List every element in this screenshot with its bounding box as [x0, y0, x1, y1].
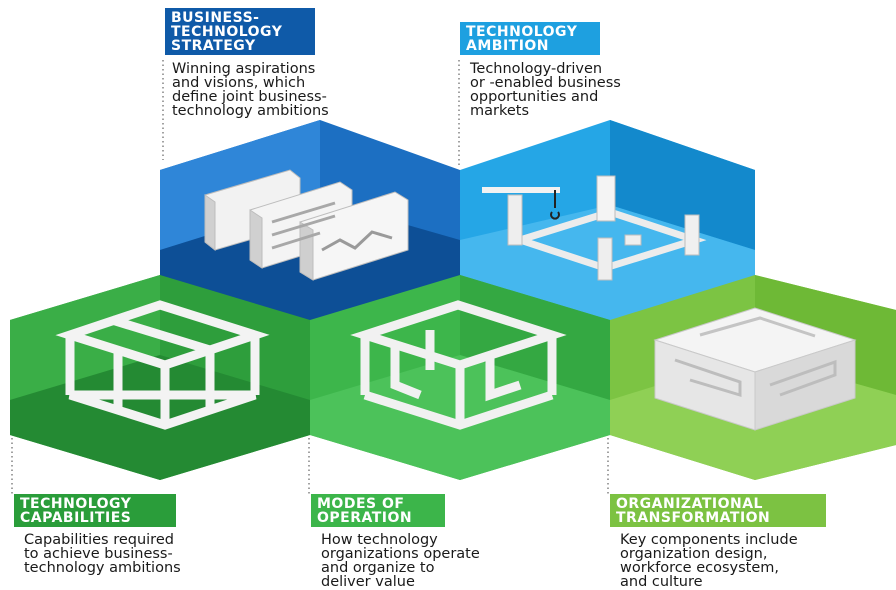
- label-line: ORGANIZATIONAL: [616, 496, 763, 512]
- desc-line: opportunities and: [470, 89, 599, 105]
- label-line: TRANSFORMATION: [616, 510, 771, 526]
- label-line: OPERATION: [317, 510, 413, 526]
- label-line: STRATEGY: [171, 38, 256, 54]
- desc-technology-capabilities: Capabilities required to achieve busines…: [24, 532, 181, 576]
- label-technology-ambition: TECHNOLOGY AMBITION: [460, 22, 600, 55]
- desc-line: Key components include: [620, 532, 798, 548]
- desc-line: and culture: [620, 574, 703, 590]
- label-line: BUSINESS-: [171, 10, 260, 26]
- desc-line: technology ambitions: [24, 560, 181, 576]
- desc-line: Capabilities required: [24, 532, 174, 548]
- label-organizational-transformation: ORGANIZATIONAL TRANSFORMATION: [610, 494, 826, 527]
- construction-crane-icon: [482, 175, 707, 281]
- desc-modes-of-operation: How technology organizations operate and…: [321, 532, 480, 590]
- desc-line: and visions, which: [172, 75, 306, 91]
- desc-line: markets: [470, 103, 530, 119]
- desc-line: Technology-driven: [470, 61, 603, 77]
- desc-line: define joint business-: [172, 89, 327, 105]
- desc-line: Winning aspirations: [172, 61, 316, 77]
- desc-line: workforce ecosystem,: [620, 560, 780, 576]
- leader-lines: [11, 60, 609, 495]
- label-line: TECHNOLOGY: [171, 24, 283, 40]
- label-technology-capabilities: TECHNOLOGY CAPABILITIES: [14, 494, 176, 527]
- maze-cube-icon: [350, 300, 567, 430]
- label-modes-of-operation: MODES OF OPERATION: [311, 494, 445, 527]
- label-business-strategy: BUSINESS- TECHNOLOGY STRATEGY: [165, 8, 315, 55]
- desc-line: How technology: [321, 532, 438, 548]
- documents-icon: [204, 169, 409, 281]
- label-line: TECHNOLOGY: [466, 24, 578, 40]
- label-line: MODES OF: [317, 496, 405, 512]
- label-line: TECHNOLOGY: [20, 496, 132, 512]
- frame-cube-icon: [55, 300, 270, 430]
- desc-line: technology ambitions: [172, 103, 329, 119]
- desc-line: organizations operate: [321, 546, 480, 562]
- label-line: AMBITION: [466, 38, 550, 54]
- desc-technology-ambition: Technology-driven or -enabled business o…: [470, 61, 621, 119]
- desc-line: and organize to: [321, 560, 435, 576]
- desc-organizational-transformation: Key components include organization desi…: [620, 532, 798, 590]
- desc-line: organization design,: [620, 546, 768, 562]
- solid-block-icon: [653, 307, 857, 431]
- desc-business-strategy: Winning aspirations and visions, which d…: [172, 61, 329, 119]
- label-line: CAPABILITIES: [20, 510, 132, 526]
- desc-line: to achieve business-: [24, 546, 173, 562]
- desc-line: deliver value: [321, 574, 415, 590]
- desc-line: or -enabled business: [470, 75, 621, 91]
